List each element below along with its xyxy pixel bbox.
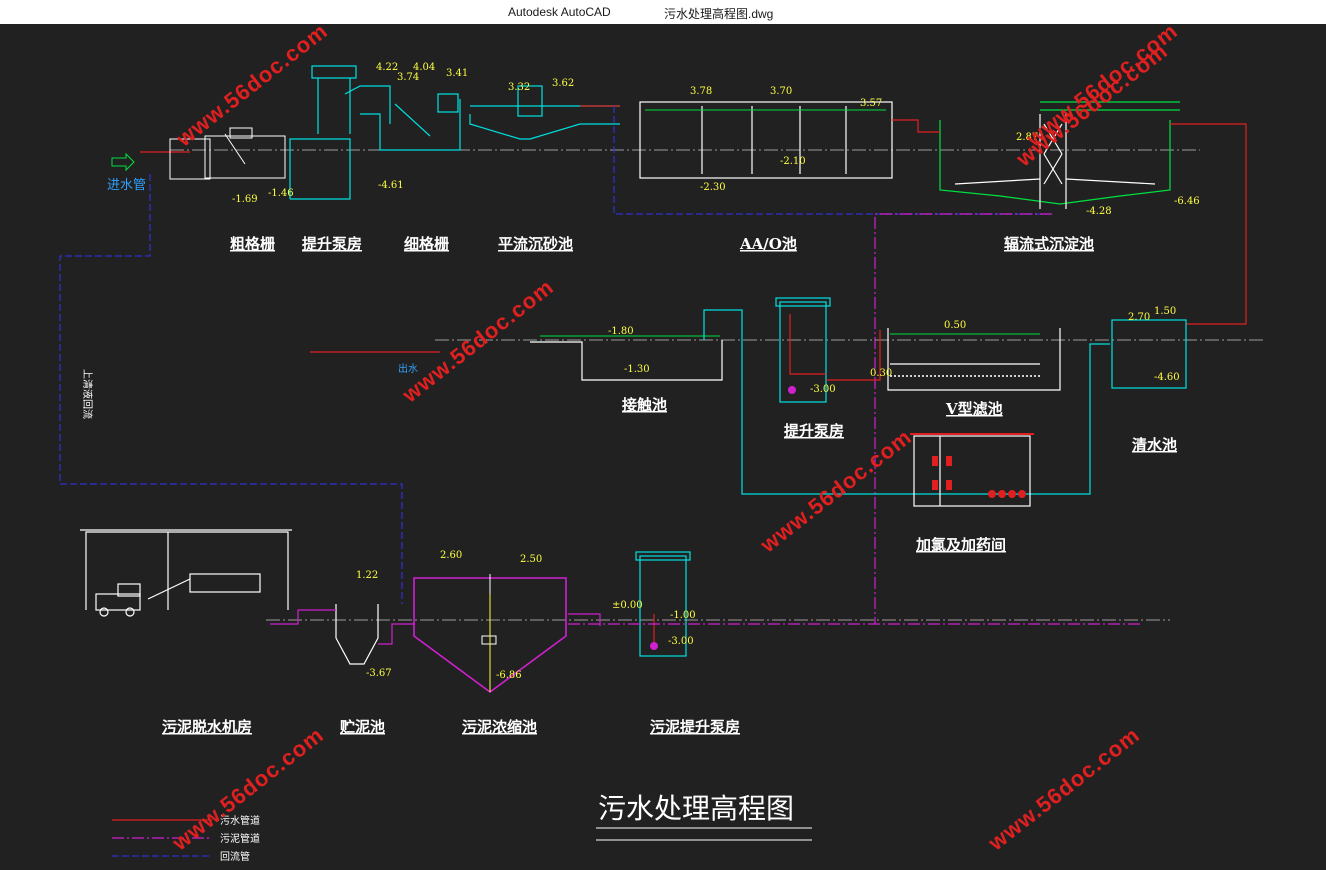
unit-label: 污泥提升泵房 [650, 718, 740, 736]
grit-chamber-drawing [469, 85, 620, 140]
elevation-label: -1.00 [670, 610, 696, 621]
elevation-label: 0.30 [870, 368, 892, 379]
clear-water-tank-drawing [1111, 319, 1187, 389]
elevation-label: 3.70 [770, 86, 792, 97]
elevation-label: -4.28 [1086, 206, 1112, 217]
unit-label: 辐流式沉淀池 [1004, 235, 1094, 253]
elevation-label: 2.87 [1016, 132, 1038, 143]
elevation-label: 4.22 [376, 62, 398, 73]
unit-label: 提升泵房 [302, 235, 362, 253]
elevation-label: -3.67 [366, 668, 392, 679]
elevation-label: -2.30 [700, 182, 726, 193]
elevation-label: 3.41 [446, 68, 468, 79]
legend-label: 污泥管道 [220, 832, 260, 845]
elevation-label: -1.69 [232, 194, 258, 205]
sludge-thickener-drawing [413, 577, 567, 693]
elevation-label: -1.80 [608, 326, 634, 337]
outlet-label: 出水 [398, 362, 418, 375]
elevation-label: 4.04 [413, 62, 435, 73]
unit-label: 加氯及加药间 [915, 536, 1006, 554]
unit-label: 清水池 [1132, 436, 1177, 454]
inlet-label: 进水管 [107, 178, 146, 193]
elevation-label: -4.61 [378, 180, 404, 191]
elevation-label: 3.57 [860, 98, 882, 109]
elevation-label: 1.22 [356, 570, 378, 581]
elevation-label: 2.60 [440, 550, 462, 561]
unit-label: 粗格栅 [230, 235, 275, 253]
legend: 污水管道 污泥管道 回流管 [112, 814, 260, 863]
unit-label: 细格栅 [404, 235, 449, 253]
elevation-label: 1.50 [1154, 306, 1176, 317]
elevation-label: -4.60 [1154, 372, 1180, 383]
legend-label: 回流管 [220, 850, 250, 863]
elevation-label: 0.50 [944, 320, 966, 331]
sludge-storage-drawing [335, 604, 379, 665]
sludge-lift-pump-drawing [635, 551, 691, 657]
file-name: 污水处理高程图.dwg [664, 7, 774, 21]
elevation-label: -2.10 [780, 156, 806, 167]
coarse-screen-drawing [169, 127, 286, 180]
window-titlebar: Autodesk AutoCAD 污水处理高程图.dwg [0, 0, 1326, 24]
chlorination-building-drawing [913, 435, 1031, 507]
lift-pump-house-drawing [289, 65, 391, 200]
elevation-label: 3.78 [690, 86, 712, 97]
unit-label: 平流沉砂池 [498, 235, 573, 253]
unit-label: 污泥浓缩池 [462, 718, 537, 736]
elevation-label: 3.74 [397, 72, 419, 83]
elevation-label: 2.70 [1128, 312, 1150, 323]
elevation-label: 3.32 [508, 82, 530, 93]
drawing-svg: 进水管 [59, 62, 1265, 863]
elevation-label: -6.46 [1174, 196, 1200, 207]
app-name: Autodesk AutoCAD [508, 5, 611, 19]
elevation-label: ±0.00 [612, 600, 643, 611]
elevation-label: 2.50 [520, 554, 542, 565]
elevation-label: -1.30 [624, 364, 650, 375]
unit-label: 提升泵房 [784, 422, 844, 440]
unit-label: AA/O池 [739, 235, 797, 253]
aao-tank-drawing [639, 101, 893, 179]
unit-label: 贮泥池 [339, 718, 385, 736]
radial-clarifier-drawing [939, 101, 1180, 205]
lift-pump-house-2-drawing [775, 297, 831, 403]
drawing-title: 污水处理高程图 [598, 792, 794, 825]
elevation-label: -3.00 [810, 384, 836, 395]
inlet-arrow-icon [111, 152, 135, 172]
elevation-label: -3.00 [668, 636, 694, 647]
unit-label: 污泥脱水机房 [162, 718, 252, 736]
unit-label: 接触池 [622, 396, 667, 414]
return-label: 上清液回流 [81, 369, 94, 419]
contact-tank-drawing [530, 340, 723, 381]
unit-label: V型滤池 [945, 400, 1003, 418]
v-filter-drawing [887, 328, 1061, 391]
fine-screen-drawing [360, 93, 461, 151]
elevation-label: -6.86 [496, 670, 522, 681]
drawing-canvas[interactable]: 进水管 [0, 18, 1326, 870]
dewatering-house-drawing [80, 529, 292, 617]
legend-label: 污水管道 [220, 814, 260, 827]
elevation-label: 3.62 [552, 78, 574, 89]
elevation-label: -1.46 [268, 188, 294, 199]
